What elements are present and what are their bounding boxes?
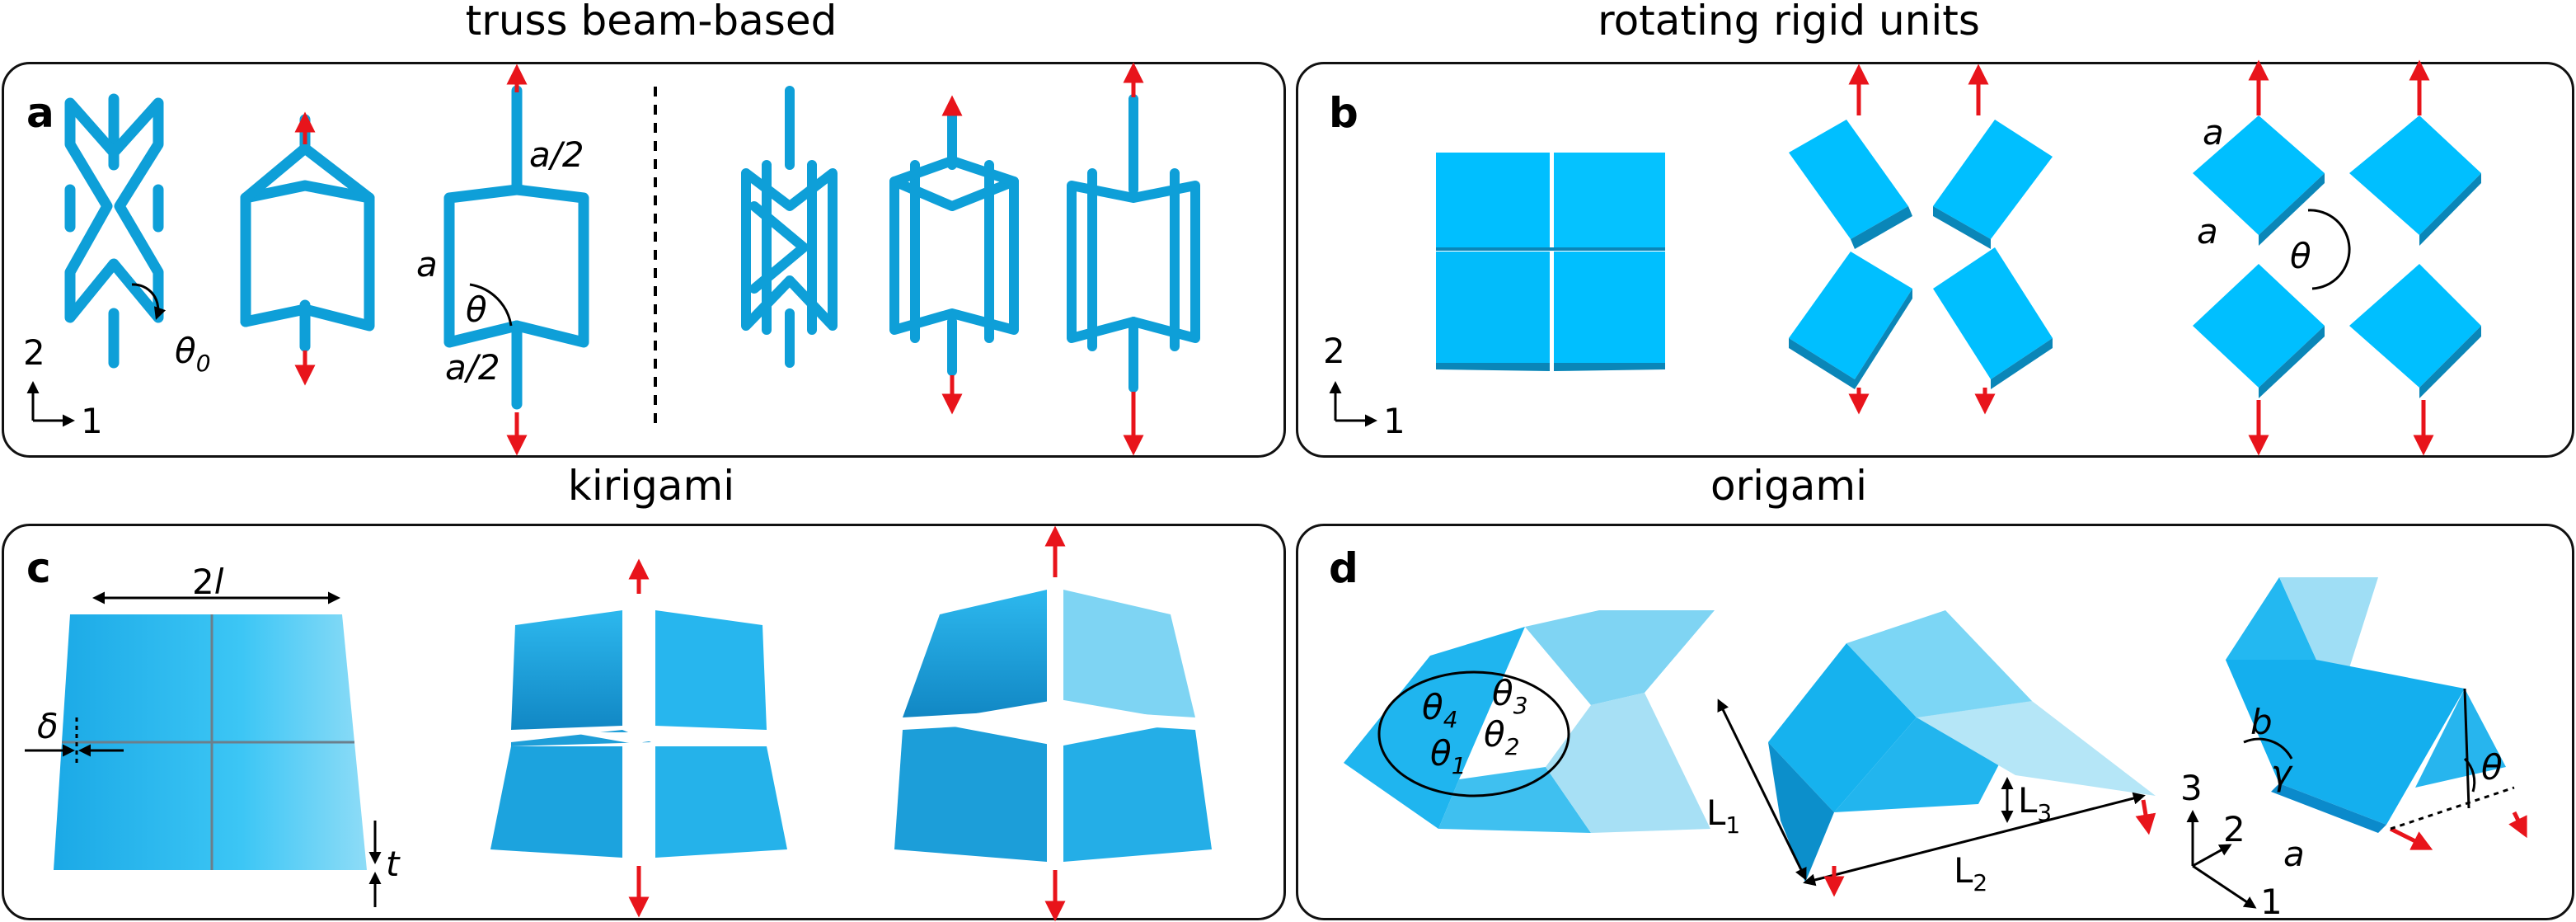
axis-label-2: 2	[2223, 809, 2245, 849]
axis-label-1: 1	[81, 401, 103, 441]
label-theta2: θ2	[1484, 714, 1520, 760]
panel-d-letter: d	[1329, 544, 1358, 592]
kirigami-flat	[54, 614, 367, 870]
label-a-half-bottom: a/2	[445, 347, 500, 388]
origami-flat	[1344, 610, 1715, 833]
kirigami-opening	[490, 610, 787, 858]
label-theta4: θ4	[1422, 687, 1458, 733]
title-truss-beam-based: truss beam-based	[465, 0, 838, 45]
truss-cell-5	[889, 111, 1019, 376]
label-d-theta: θ	[2481, 747, 2503, 788]
panel-d-dimensions	[1717, 699, 2146, 887]
label-L3: L3	[2018, 780, 2052, 826]
label-c-t: t	[386, 844, 401, 884]
axes-panel-d: 3 2 1	[2180, 768, 2283, 922]
label-a-half-top: a/2	[529, 134, 584, 175]
origami-folded	[1768, 610, 2156, 882]
title-kirigami: kirigami	[567, 462, 735, 510]
rru-opening	[1789, 120, 2053, 389]
label-theta1: θ1	[1430, 733, 1466, 779]
theta0-arc	[131, 283, 167, 320]
origami-unit	[2226, 577, 2515, 833]
label-d-a: a	[2283, 834, 2305, 874]
panel-a-load-arrows	[294, 62, 1144, 456]
label-theta-a: θ	[466, 289, 487, 330]
title-rotating-rigid-units: rotating rigid units	[1598, 0, 1980, 45]
axis-label-2: 2	[1323, 331, 1345, 371]
axes-panel-a: 2 1	[23, 332, 103, 441]
axes-panel-b: 2 1	[1323, 331, 1405, 441]
label-c-delta: δ	[37, 706, 59, 746]
truss-cell-1	[64, 93, 164, 369]
label-theta3: θ3	[1492, 673, 1528, 719]
panel-c-load-arrows	[628, 525, 1066, 922]
label-c-2l: 2l	[192, 562, 224, 602]
panel-b-letter: b	[1329, 89, 1358, 137]
truss-cell-2	[240, 114, 375, 352]
panel-c-letter: c	[26, 544, 51, 592]
axis-label-2: 2	[23, 332, 45, 373]
label-a: a	[416, 244, 438, 285]
truss-cell-3	[443, 85, 589, 410]
panel-d-load-arrows	[1823, 799, 2527, 897]
rru-open	[2193, 115, 2481, 398]
label-b-a2: a	[2197, 211, 2218, 252]
panel-a-letter: a	[26, 89, 54, 137]
theta-arc-a	[469, 283, 513, 327]
label-b-a1: a	[2203, 112, 2224, 153]
label-gamma: γ	[2271, 753, 2293, 793]
label-L2: L2	[1954, 850, 1987, 896]
truss-cell-6	[1067, 94, 1200, 393]
label-b: b	[2250, 702, 2273, 742]
axis-label-1: 1	[1383, 401, 1405, 441]
rru-closed	[1436, 153, 1665, 371]
theta-arc-b	[2307, 209, 2351, 290]
label-L1: L1	[1706, 793, 1740, 839]
label-theta0: θ0	[175, 331, 211, 377]
truss-cell-4	[741, 86, 838, 368]
kirigami-open	[894, 590, 1212, 862]
axis-label-3: 3	[2180, 768, 2203, 808]
label-b-theta: θ	[2290, 236, 2311, 276]
axis-label-1: 1	[2260, 882, 2283, 922]
panel-b-load-arrows	[1848, 59, 2434, 456]
kirigami-c-dimensions	[25, 591, 382, 907]
title-origami: origami	[1710, 462, 1867, 510]
